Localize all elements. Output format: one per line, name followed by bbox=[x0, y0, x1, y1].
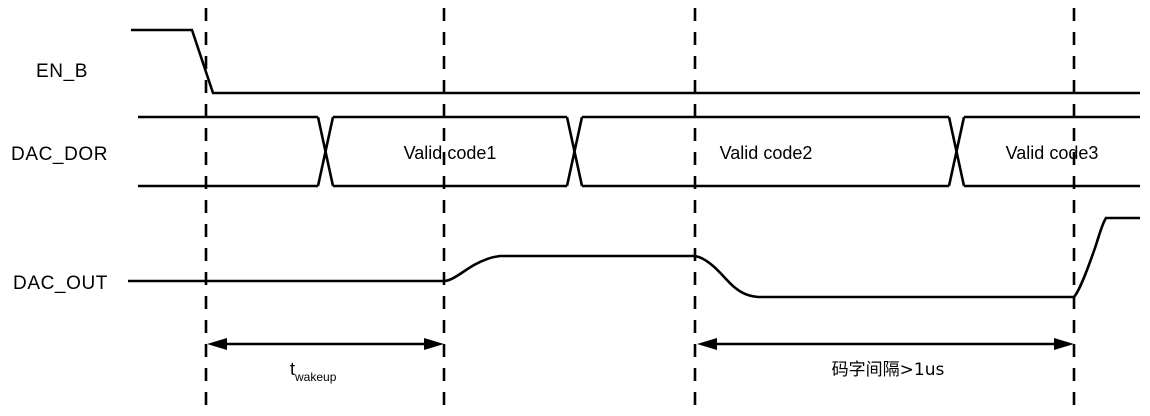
measurement-code-interval: 码字间隔>1us bbox=[697, 338, 1074, 380]
dac-dor-cross-3b bbox=[947, 116, 966, 187]
t-wakeup-label-main: t bbox=[290, 359, 295, 379]
signal-label-en-b: EN_B bbox=[36, 61, 88, 82]
dac-dor-cross-1b bbox=[316, 116, 335, 187]
bus-segment-label-valid-code-3: Valid code3 bbox=[1006, 143, 1099, 163]
t-wakeup-arrowhead-right bbox=[424, 338, 444, 350]
signal-label-dac-dor: DAC_DOR bbox=[11, 144, 108, 165]
t-wakeup-arrowhead-left bbox=[207, 338, 227, 350]
dac-dor-cross-2b bbox=[565, 116, 584, 187]
measurement-label-code-interval: 码字间隔>1us bbox=[832, 360, 945, 380]
signal-waveform-en-b bbox=[131, 28, 1140, 95]
signal-waveform-dac-dor bbox=[138, 115, 1140, 188]
code-interval-arrowhead-right bbox=[1054, 338, 1074, 350]
en-b-trace bbox=[131, 28, 1140, 95]
bus-segment-label-valid-code-2: Valid code2 bbox=[720, 143, 813, 163]
measurement-label-t-wakeup: twakeup bbox=[290, 359, 337, 384]
dac-out-trace bbox=[128, 216, 1140, 299]
measurement-t-wakeup: twakeup bbox=[207, 338, 444, 384]
code-interval-arrowhead-left bbox=[697, 338, 717, 350]
signal-waveform-dac-out bbox=[128, 216, 1140, 299]
t-wakeup-label-sub: wakeup bbox=[294, 370, 337, 384]
marker-lines-group bbox=[204, 8, 1076, 412]
signal-label-dac-out: DAC_OUT bbox=[13, 273, 108, 294]
bus-segment-label-valid-code-1: Valid code1 bbox=[404, 143, 497, 163]
